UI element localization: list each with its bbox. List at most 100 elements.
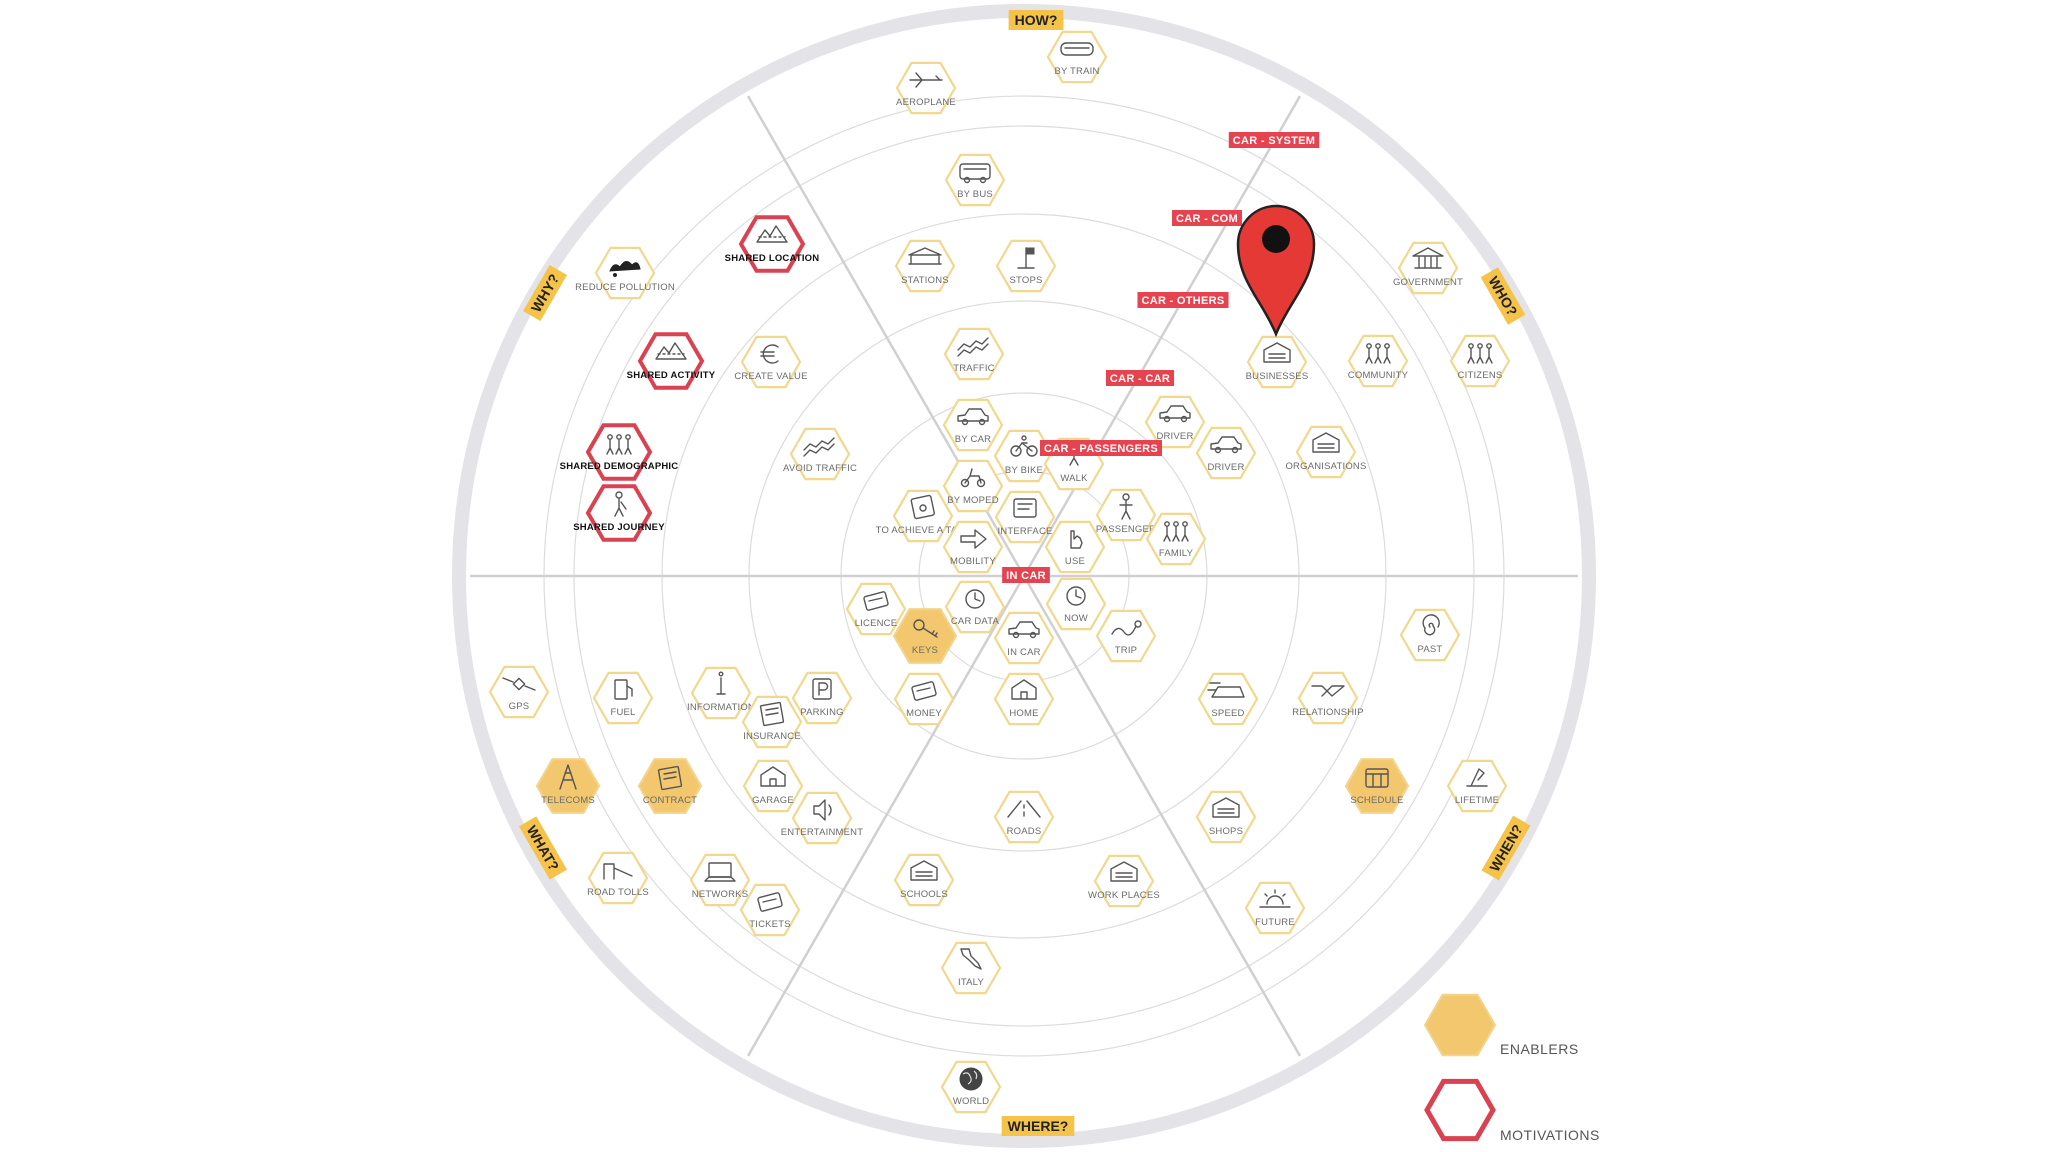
hex-label: TRAFFIC (953, 363, 995, 374)
question-background (1481, 815, 1531, 881)
hex-label: CONTRACT (643, 795, 697, 806)
aeroplane-icon (909, 72, 943, 88)
map-pin-icon (1236, 204, 1316, 338)
hex-label: BY BIKE (1005, 465, 1043, 476)
laptop-icon (704, 862, 736, 882)
hex-driver: DRIVER (1144, 395, 1206, 449)
hex-label: LICENCE (855, 618, 898, 629)
hex-by-bus: BY BUS (944, 153, 1006, 207)
hex-licence: LICENCE (845, 582, 907, 636)
hex-shape (791, 791, 853, 845)
hex-shape (845, 582, 907, 636)
hex-label: AEROPLANE (896, 97, 956, 108)
ticket-icon (757, 892, 783, 912)
hex-label: COMMUNITY (1348, 370, 1409, 381)
hex-label: KEYS (912, 645, 938, 656)
hex-label: SHARED DEMOGRAPHIC (560, 461, 679, 472)
hex-label: MONEY (906, 708, 942, 719)
hex-now: NOW (1045, 577, 1107, 631)
hex-shape (741, 695, 803, 749)
hex-label: NOW (1064, 613, 1088, 624)
hex-label: GPS (509, 701, 530, 712)
tag-in-car: IN CAR (1002, 567, 1050, 583)
hex-work-places: WORK PLACES (1088, 854, 1160, 908)
traffic-icon (803, 437, 835, 457)
office-icon (1110, 861, 1138, 882)
hex-shape (993, 790, 1055, 844)
hex-shape (892, 489, 954, 543)
hex-label: ITALY (958, 977, 984, 988)
hex-shape (1347, 334, 1409, 388)
question-background (1001, 1116, 1075, 1136)
hex-label: SHOPS (1209, 826, 1243, 837)
hex-information: INFORMATION (687, 666, 755, 720)
hex-label: FAMILY (1159, 548, 1194, 559)
legend-enablers: ENABLERS (1423, 993, 1578, 1057)
hex-shape (689, 853, 751, 907)
euro-icon (760, 344, 779, 364)
tag-background (1105, 370, 1175, 386)
hex-label: BY TRAIN (1054, 66, 1099, 77)
hex-label: LIFETIME (1455, 795, 1499, 806)
tag-car-passengers: CAR - PASSENGERS (1040, 440, 1162, 456)
hex-label: INSURANCE (743, 731, 801, 742)
hex-future: FUTURE (1244, 881, 1306, 935)
hex-shape (895, 61, 957, 115)
business-icon (1263, 342, 1291, 363)
hex-shape (594, 246, 656, 300)
tag-car-com: CAR - COM (1172, 210, 1242, 226)
hex-roads: ROADS (993, 790, 1055, 844)
hex-label: SHARED LOCATION (725, 253, 820, 264)
hex-shape (738, 215, 806, 273)
hex-past: PAST (1399, 608, 1461, 662)
station-icon (908, 247, 942, 265)
hex-insurance: INSURANCE (741, 695, 803, 749)
tag-label: IN CAR (1006, 570, 1046, 582)
location-icon (756, 225, 788, 243)
tag-background (1137, 292, 1229, 308)
hex-tickets: TICKETS (739, 883, 801, 937)
tag-label: CAR - SYSTEM (1233, 135, 1315, 147)
hex-shape (1449, 334, 1511, 388)
fuel-icon (614, 679, 633, 700)
hex-label: CAR DATA (951, 616, 1000, 627)
road-icon (1007, 800, 1041, 818)
hex-shape (535, 758, 601, 814)
hex-label: TICKETS (749, 919, 791, 930)
info-icon (716, 671, 726, 695)
hex-businesses: BUSINESSES (1246, 335, 1308, 389)
hex-parking: PARKING (791, 671, 853, 725)
hex-shape (789, 427, 851, 481)
hex-label: USE (1065, 556, 1085, 567)
clock-icon (1066, 586, 1086, 606)
tag-label: CAR - PASSENGERS (1044, 443, 1158, 455)
hex-traffic: TRAFFIC (943, 327, 1005, 381)
hex-world: WORLD (940, 1060, 1002, 1114)
hex-shops: SHOPS (1195, 790, 1257, 844)
mobility-arrow-icon (960, 529, 987, 549)
demographic-icon (606, 434, 632, 455)
hex-trip: TRIP (1095, 609, 1157, 663)
hex-to-achieve-a-task: TO ACHIEVE A TASK (876, 489, 971, 543)
hex-label: BY MOPED (947, 495, 999, 506)
hex-family: FAMILY (1145, 512, 1207, 566)
train-icon (1060, 42, 1094, 56)
question-where: WHERE? (1001, 1116, 1075, 1136)
legend-motivation-swatch (1424, 1078, 1496, 1142)
hex-shape (1244, 881, 1306, 935)
hex-label: REDUCE POLLUTION (575, 282, 675, 293)
satellite-icon (502, 677, 536, 691)
organisation-icon (1312, 432, 1340, 453)
in-car-icon (1008, 621, 1040, 639)
parking-icon (812, 678, 832, 700)
hex-reduce-pollution: REDUCE POLLUTION (575, 246, 675, 300)
hex-shape (942, 520, 1004, 574)
keys-icon (913, 619, 938, 638)
family-icon (1163, 521, 1189, 542)
hex-lifetime: LIFETIME (1446, 759, 1508, 813)
card-icon (911, 681, 937, 701)
hex-label: SHARED JOURNEY (573, 522, 665, 533)
gauge-icon (965, 589, 985, 609)
